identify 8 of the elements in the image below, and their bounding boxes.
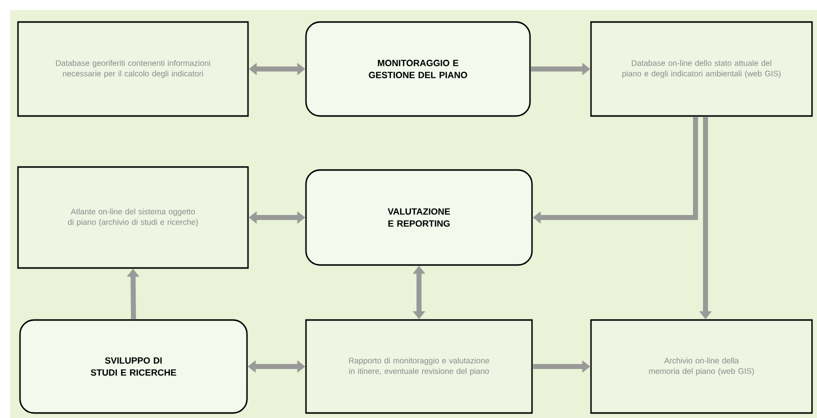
data-box: Atlante on-line del sistema oggetto di piano (archivio di studi e ricerche) — [17, 166, 249, 269]
data-box: Archivio on-line della memoria del piano (web GIS) — [590, 319, 813, 414]
process-box: SVILUPPO DI STUDI E RICERCHE — [19, 319, 248, 414]
data-box: Database georiferiti contenenti informazioni necessarie per il calcolo degli indicatori — [17, 21, 249, 117]
process-box: MONITORAGGIO E GESTIONE DEL PIANO — [305, 21, 531, 117]
process-box: VALUTAZIONE E REPORTING — [305, 169, 533, 266]
data-box: Rapporto di monitoraggio e valutazione in itinere, eventuale revisione del piano — [305, 319, 533, 414]
data-box: Database on-line dello stato attuale del piano e degli indicatori ambientali (web GIS) — [590, 21, 813, 117]
